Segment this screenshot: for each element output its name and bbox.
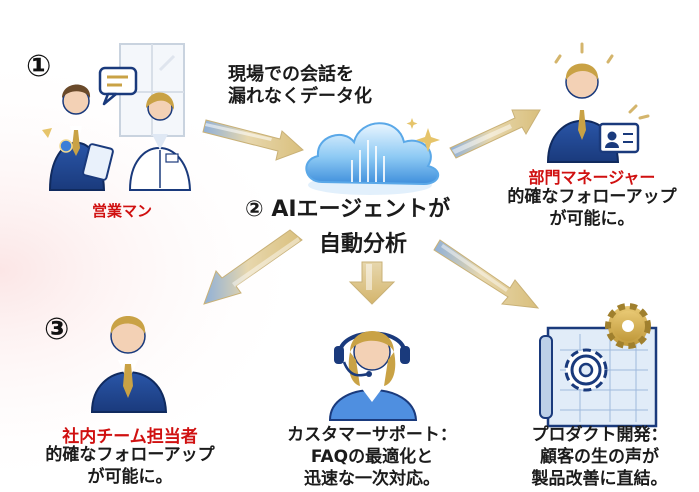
support-title: カスタマーサポート： <box>287 425 457 445</box>
salesman-scene-illustration <box>42 43 192 191</box>
manager-label: 部門マネージャー <box>528 168 656 187</box>
arrow-to-manager <box>449 109 541 159</box>
gear-icon-large <box>564 348 608 392</box>
data-capture-caption-line1: 現場での会話を <box>228 64 354 85</box>
arrow-to-support <box>348 261 396 305</box>
product-text: プロダクト開発： 顧客の生の声が 製品改善に直結。 <box>500 424 699 490</box>
step-number-1: ① <box>26 49 52 84</box>
product-title: プロダクト開発： <box>531 425 668 445</box>
data-capture-caption-line2: 漏れなくデータ化 <box>228 86 372 107</box>
data-capture-caption: 現場での会話を 漏れなくデータ化 <box>228 64 372 108</box>
manager-description: 的確なフォローアップ が可能に。 <box>492 186 692 230</box>
ai-cloud-icon <box>305 122 439 195</box>
team-member-description-line1: 的確なフォローアップ <box>45 445 215 465</box>
team-member-description-line2: が可能に。 <box>87 467 173 487</box>
id-card-icon <box>598 122 640 154</box>
support-operator-illustration <box>328 331 418 421</box>
sparkle-icon <box>406 118 440 152</box>
customer-figure <box>128 92 192 191</box>
product-description-line2: 製品改善に直結。 <box>531 469 668 489</box>
arrow-to-ai <box>202 119 304 161</box>
salesman-label: 営業マン <box>92 202 153 220</box>
team-member-illustration <box>90 316 168 413</box>
team-member-description: 的確なフォローアップ が可能に。 <box>10 444 250 488</box>
manager-illustration <box>546 42 650 163</box>
support-description-line1: FAQの最適化と <box>310 447 434 467</box>
step-number-3: ③ <box>44 312 70 347</box>
product-blueprint-illustration <box>539 303 658 428</box>
manager-description-line1: 的確なフォローアップ <box>507 187 677 207</box>
ai-agent-title-line1: AIエージェントが <box>271 197 451 222</box>
step-number-2: ② <box>245 197 264 222</box>
support-text: カスタマーサポート： FAQの最適化と 迅速な一次対応。 <box>262 424 482 490</box>
arrow-to-product <box>433 239 540 309</box>
salesman-figure <box>42 84 114 191</box>
team-member-label: 社内チーム担当者 <box>62 427 198 447</box>
ai-agent-title-line2: 自動分析 <box>319 232 408 257</box>
speech-bubble-icon <box>98 66 138 106</box>
support-description-line2: 迅速な一次対応。 <box>304 469 440 489</box>
ai-agent-title: ② AIエージェントが <box>245 196 450 224</box>
manager-description-line2: が可能に。 <box>549 209 635 229</box>
product-description-line1: 顧客の生の声が <box>540 447 659 467</box>
gear-icon-gold <box>605 303 651 349</box>
arrow-to-team <box>203 229 303 305</box>
